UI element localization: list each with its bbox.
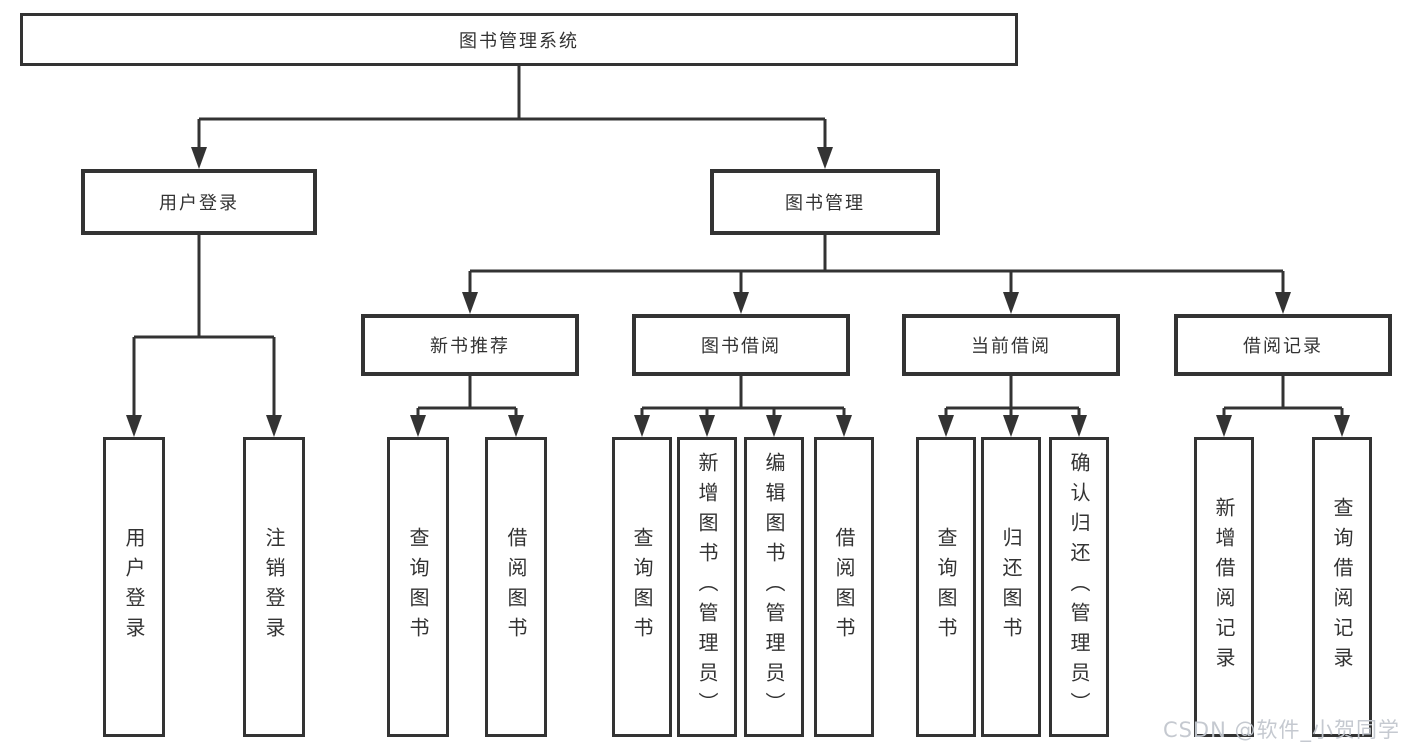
node-label: 查询借阅记录 (1330, 497, 1354, 677)
leaf-current-query-books: 查询图书 (916, 437, 976, 737)
leaf-borrow-edit-books-admin: 编辑图书（管理员） (744, 437, 804, 737)
node-label: 编辑图书（管理员） (762, 452, 786, 722)
leaf-borrow-add-books-admin: 新增图书（管理员） (677, 437, 737, 737)
leaf-records-add-record: 新增借阅记录 (1194, 437, 1254, 737)
arrow-down-icon (191, 147, 207, 169)
connector-borrow-records-to-leaves (1216, 376, 1350, 437)
node-label: 新增借阅记录 (1212, 497, 1236, 677)
leaf-current-confirm-return-admin: 确认归还（管理员） (1049, 437, 1109, 737)
node-label: 新书推荐 (430, 336, 510, 357)
csdn-watermark: CSDN @软件_小贺同学 (1162, 718, 1400, 742)
node-label: 新增图书（管理员） (695, 452, 719, 722)
arrow-down-icon (836, 415, 852, 437)
node-label: 图书管理系统 (459, 30, 579, 52)
node-label: 当前借阅 (971, 336, 1051, 357)
arrow-down-icon (508, 415, 524, 437)
node-borrow-records: 借阅记录 (1174, 314, 1392, 376)
arrow-down-icon (410, 415, 426, 437)
leaf-borrow-borrow-books: 借阅图书 (814, 437, 874, 737)
arrow-down-icon (462, 292, 478, 314)
node-label: 用户登录 (159, 193, 239, 214)
node-book-management: 图书管理 (710, 169, 940, 235)
node-library-management-system: 图书管理系统 (20, 13, 1018, 66)
arrow-down-icon (1003, 292, 1019, 314)
connector-book-management-to-level3 (462, 235, 1291, 314)
connector-book-borrow-to-leaves (634, 376, 852, 437)
arrow-down-icon (733, 292, 749, 314)
connector-current-borrow-to-leaves (938, 376, 1087, 437)
leaf-current-return-books: 归还图书 (981, 437, 1041, 737)
node-label: 借阅记录 (1243, 336, 1323, 357)
arrow-down-icon (1275, 292, 1291, 314)
leaf-borrow-query-books: 查询图书 (612, 437, 672, 737)
node-label: 查询图书 (406, 527, 430, 647)
arrow-down-icon (699, 415, 715, 437)
arrow-down-icon (126, 415, 142, 437)
arrow-down-icon (1216, 415, 1232, 437)
node-user-login: 用户登录 (81, 169, 317, 235)
arrow-down-icon (938, 415, 954, 437)
leaf-user-login: 用户登录 (103, 437, 165, 737)
node-book-borrow: 图书借阅 (632, 314, 850, 376)
connector-user-login-to-leaves (126, 235, 282, 437)
arrow-down-icon (634, 415, 650, 437)
node-label: 确认归还（管理员） (1067, 452, 1091, 722)
node-label: 图书管理 (785, 193, 865, 214)
node-label: 用户登录 (122, 527, 146, 647)
node-label: 查询图书 (934, 527, 958, 647)
node-current-borrow: 当前借阅 (902, 314, 1120, 376)
leaf-newbook-borrow-books: 借阅图书 (485, 437, 547, 737)
node-label: 归还图书 (999, 527, 1023, 647)
arrow-down-icon (766, 415, 782, 437)
node-label: 借阅图书 (504, 527, 528, 647)
arrow-down-icon (1071, 415, 1087, 437)
node-label: 查询图书 (630, 527, 654, 647)
arrow-down-icon (817, 147, 833, 169)
leaf-records-query-record: 查询借阅记录 (1312, 437, 1372, 737)
arrow-down-icon (1334, 415, 1350, 437)
connector-new-book-to-leaves (410, 376, 524, 437)
arrow-down-icon (1003, 415, 1019, 437)
connector-root-to-level2 (191, 66, 833, 169)
node-label: 注销登录 (262, 527, 286, 647)
node-label: 图书借阅 (701, 336, 781, 357)
node-label: 借阅图书 (832, 527, 856, 647)
node-new-book-recommend: 新书推荐 (361, 314, 579, 376)
leaf-newbook-query-books: 查询图书 (387, 437, 449, 737)
arrow-down-icon (266, 415, 282, 437)
leaf-logout: 注销登录 (243, 437, 305, 737)
